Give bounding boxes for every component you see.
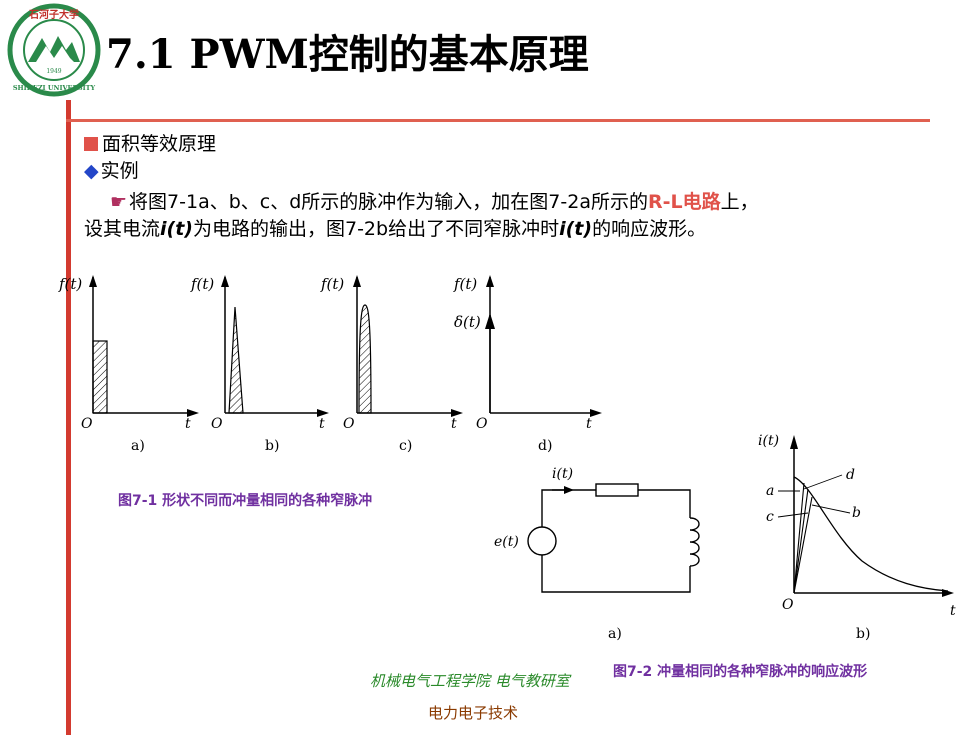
seal-bottom-text: SHIHEZI UNIVERSITY [13, 84, 96, 92]
seal-top-text: 石河子大学 [28, 8, 79, 21]
body-text-a: 将图7-1a、b、c、d所示的脉冲作为输入，加在图7-2a所示的 [129, 191, 648, 213]
pulse-d: f(t) δ(t) O t d) [453, 275, 602, 454]
fig1d-ylabel: f(t) [453, 275, 477, 293]
fig1c-sub: c) [399, 438, 412, 454]
bullet-area-principle: 面积等效原理 [84, 129, 216, 156]
page-title: 7.1 PWM控制的基本原理 [106, 31, 589, 78]
example-text: 实例 [100, 160, 139, 182]
fig2b-origin: O [782, 597, 794, 613]
current-arrow-icon [564, 486, 574, 494]
resistor [595, 483, 639, 497]
body-text-e: 为电路的输出，图7-2b给出了不同窄脉冲时 [192, 218, 560, 240]
figure-7-1-pulses: f(t) O t a) f(t) O t b) f(t) O t c) [58, 275, 463, 454]
fig2a-source-label: e(t) [494, 534, 519, 550]
figure-7-2b-response: i(t) d a c b O t b) [758, 433, 956, 642]
square-bullet-icon [84, 137, 98, 151]
fig1b-xlabel: t [319, 416, 325, 432]
curve-label-c: c [766, 509, 774, 525]
inductor [689, 517, 700, 567]
fig2b-ylabel: i(t) [758, 433, 779, 449]
fig1a-sub: a) [131, 438, 145, 454]
fig1b-sub: b) [265, 438, 279, 454]
fig2b-sub: b) [856, 626, 870, 642]
fig1c-xlabel: t [451, 416, 457, 432]
pulse-c: f(t) O t c) [320, 275, 463, 454]
fig1b-ylabel: f(t) [190, 275, 214, 293]
current-symbol-1: i(t) [160, 218, 193, 240]
fig2a-current-label: i(t) [552, 466, 573, 482]
fig1d-xlabel: t [586, 416, 592, 432]
pointing-hand-icon: ☛ [110, 191, 128, 213]
fig2a-sub: a) [608, 626, 622, 642]
area-principle-text: 面积等效原理 [102, 133, 217, 155]
bullet-example: ◆实例 [84, 156, 139, 183]
figure-7-1-caption: 图7-1 形状不同而冲量相同的各种窄脉冲 [118, 493, 373, 509]
fig1a-origin: O [81, 416, 93, 432]
body-line-1: ☛将图7-1a、b、c、d所示的脉冲作为输入，加在图7-2a所示的R-L电路上， [110, 187, 759, 214]
fig1b-origin: O [211, 416, 223, 432]
response-curve [793, 476, 949, 592]
seal-year: 1949 [46, 68, 61, 75]
current-symbol-2: i(t) [559, 218, 593, 240]
footer-course: 电力电子技术 [428, 704, 519, 722]
body-text-f: 的响应波形。 [592, 218, 707, 240]
university-seal-logo: 石河子大学 1949 SHIHEZI UNIVERSITY [7, 3, 101, 97]
fig1c-ylabel: f(t) [320, 275, 344, 293]
footer-school: 机械电气工程学院 电气教研室 [370, 672, 570, 690]
fig2b-xlabel: t [950, 603, 956, 619]
title-divider [66, 119, 930, 122]
curve-label-d: d [846, 467, 855, 483]
figure-7-1-impulse: f(t) δ(t) O t d) [453, 275, 602, 454]
figure-7-2-caption: 图7-2 冲量相同的各种窄脉冲的响应波形 [613, 664, 868, 680]
figure-7-2a-rl-circuit: i(t) e(t) a) [494, 466, 700, 642]
pulse-a: f(t) O t a) [58, 275, 199, 454]
rl-text: R-L [647, 191, 683, 213]
body-text-d: 设其电流 [84, 218, 161, 240]
fig1a-ylabel: f(t) [58, 275, 82, 293]
circuit-text: 电路 [682, 191, 721, 213]
body-text-c: 上， [720, 191, 759, 213]
fig1a-xlabel: t [185, 416, 191, 432]
diamond-bullet-icon: ◆ [84, 160, 99, 182]
left-accent-bar [66, 100, 71, 735]
curve-label-a: a [766, 483, 774, 499]
fig1d-sub: d) [538, 438, 552, 454]
fig1d-ylabel-delta: δ(t) [454, 313, 481, 331]
pulse-b: f(t) O t b) [190, 275, 329, 454]
body-line-2: 设其电流i(t)为电路的输出，图7-2b给出了不同窄脉冲时i(t)的响应波形。 [84, 214, 706, 241]
curve-label-b: b [852, 505, 861, 521]
fig1d-origin: O [476, 416, 488, 432]
voltage-source [527, 526, 557, 556]
fig1c-origin: O [343, 416, 355, 432]
